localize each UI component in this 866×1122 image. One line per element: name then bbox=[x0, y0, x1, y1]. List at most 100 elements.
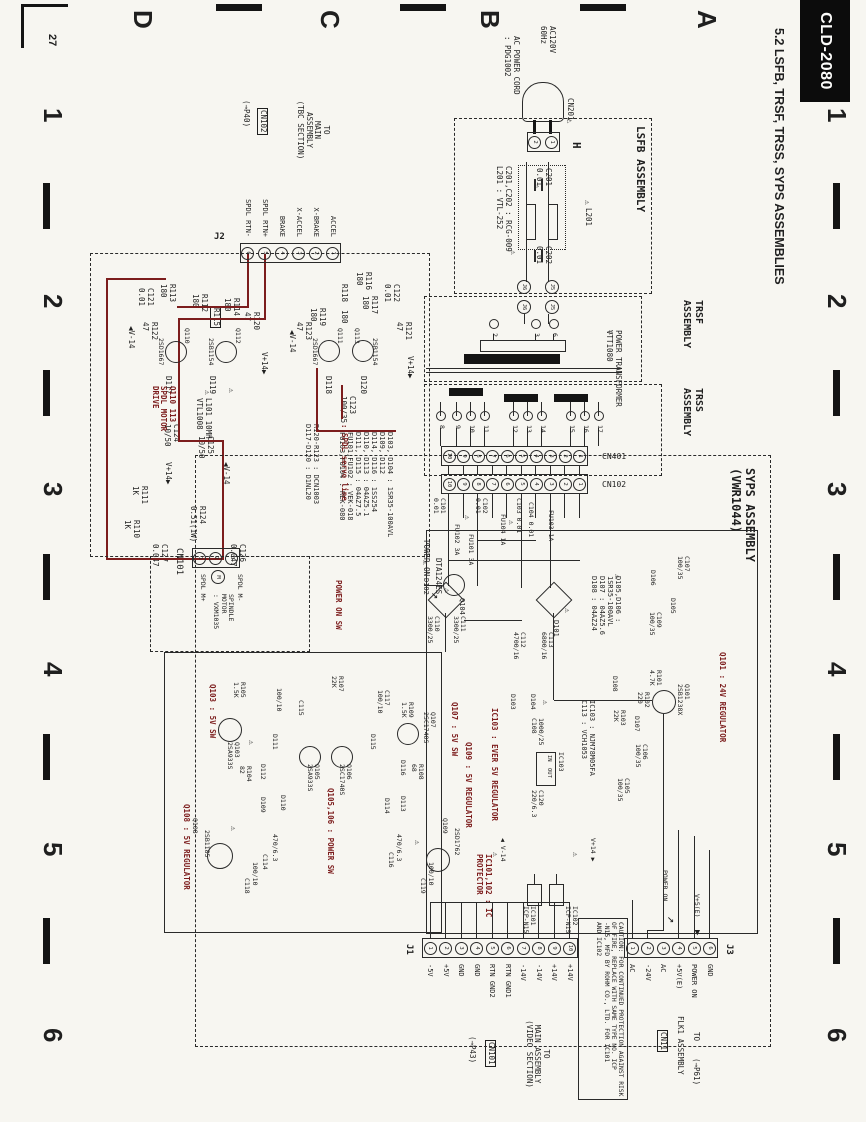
connector-pin: 3 bbox=[657, 941, 670, 955]
grid-row-label: D bbox=[128, 10, 158, 29]
transformer-pin bbox=[537, 411, 547, 421]
connector-pin: 2 bbox=[559, 449, 572, 463]
pin-label: RTN GND2 bbox=[488, 964, 497, 998]
grid-col-label: 2 bbox=[38, 294, 68, 309]
transformer-pin-number: 17 bbox=[596, 425, 604, 433]
grid-row-label: A bbox=[692, 10, 722, 29]
solid-bar bbox=[22, 4, 68, 7]
pin-label: X-BRAKE bbox=[312, 207, 320, 237]
connector-pin: 8 bbox=[532, 941, 546, 955]
transformer-pin-number: 11 bbox=[482, 425, 490, 433]
solid-box bbox=[536, 752, 556, 786]
grid-tick bbox=[216, 4, 262, 11]
schematic-label: TRSF ASSEMBLY bbox=[681, 300, 705, 349]
transformer-pin-number: 13 bbox=[525, 425, 533, 433]
connector-pin: 1 bbox=[573, 449, 587, 463]
connector-pin: 4 bbox=[275, 246, 289, 260]
assembly-dashed-box bbox=[150, 556, 310, 652]
schematic-label: (→P61) bbox=[692, 1058, 701, 1086]
connector-pin: 1 bbox=[326, 246, 340, 260]
grid-row-label: C bbox=[315, 10, 345, 29]
connector-pin: 1 bbox=[193, 551, 207, 565]
connector-pin: 5 bbox=[258, 246, 272, 260]
grid-tick bbox=[43, 734, 50, 780]
grid-tick bbox=[400, 4, 446, 11]
transistor-circle bbox=[165, 341, 187, 363]
pin-label: POWER ON bbox=[690, 964, 699, 998]
connector-pin: 5 bbox=[515, 477, 529, 491]
junction-pin: J6 bbox=[517, 300, 531, 314]
connector-pin: 4 bbox=[530, 477, 543, 491]
grid-col-label: 1 bbox=[38, 108, 68, 123]
pin-label: -14V bbox=[535, 964, 543, 981]
grid-tick bbox=[43, 370, 50, 416]
schematic-label: CN102 bbox=[257, 108, 268, 135]
solid-box bbox=[578, 918, 628, 1100]
connector-pin: 2 bbox=[209, 551, 223, 565]
page-number: 27 bbox=[46, 34, 58, 47]
transformer-pin bbox=[489, 319, 499, 329]
grid-tick bbox=[833, 370, 840, 416]
ac-plug-icon bbox=[522, 82, 564, 122]
schematic-label: TRSS ASSEMBLY bbox=[681, 388, 705, 437]
grid-col-label: 6 bbox=[822, 1028, 852, 1043]
connector-pin: 7 bbox=[517, 941, 530, 955]
connector-pin: 1 bbox=[545, 135, 559, 149]
grid-tick bbox=[580, 4, 626, 11]
transistor-circle bbox=[352, 340, 374, 362]
pin-label: -5V bbox=[426, 964, 435, 977]
solid-box bbox=[549, 884, 564, 906]
connector-pin: 3 bbox=[455, 941, 468, 955]
connector-pin: 10 bbox=[443, 477, 456, 491]
grid-tick bbox=[833, 554, 840, 600]
grid-col-label: 3 bbox=[38, 482, 68, 497]
grid-tick bbox=[833, 183, 840, 229]
connector-pin: 6 bbox=[501, 449, 514, 463]
page-title: 5.2 LSFB, TRSF, TRSS, SYPS ASSEMBLIES bbox=[772, 28, 786, 285]
transformer-pin-number: 9 bbox=[454, 425, 462, 429]
grid-row-label: B bbox=[475, 10, 505, 29]
transformer-pin-number: 14 bbox=[539, 425, 547, 433]
junction-pin: M bbox=[211, 570, 225, 584]
junction-pin: J5 bbox=[545, 280, 559, 294]
transistor-circle bbox=[426, 848, 450, 872]
transformer-pin-number: 10 bbox=[468, 425, 476, 433]
grid-col-label: 6 bbox=[38, 1028, 68, 1043]
junction-pin: J6 bbox=[517, 280, 531, 294]
solid-bar bbox=[21, 4, 24, 48]
pin-label: GND bbox=[473, 964, 481, 977]
assembly-dashed-box bbox=[424, 296, 642, 382]
transformer-pin bbox=[436, 411, 446, 421]
transformer-pin bbox=[452, 411, 462, 421]
transformer-pin bbox=[594, 411, 604, 421]
connector-pin: 2 bbox=[528, 135, 542, 149]
connector-pin: 3 bbox=[544, 477, 558, 491]
connector-pin: 2 bbox=[439, 941, 453, 955]
solid-box bbox=[480, 340, 566, 352]
transformer-pin bbox=[509, 411, 519, 421]
transformer-pin bbox=[466, 411, 476, 421]
grid-col-label: 5 bbox=[38, 842, 68, 857]
connector-pin: 8 bbox=[472, 449, 485, 463]
transistor-circle bbox=[299, 746, 321, 768]
grid-tick bbox=[43, 183, 50, 229]
pin-label: +14V bbox=[550, 964, 559, 981]
transformer-pin-number: 3 bbox=[533, 333, 541, 337]
grid-col-label: 2 bbox=[822, 294, 852, 309]
connector-pin: 5 bbox=[515, 449, 529, 463]
connector-pin: 4 bbox=[530, 449, 543, 463]
connector-pin: 5 bbox=[688, 941, 701, 955]
transistor-circle bbox=[397, 723, 419, 745]
transformer-pin bbox=[549, 319, 559, 329]
connector-pin: 3 bbox=[544, 449, 558, 463]
pin-label: +14V bbox=[566, 964, 574, 981]
connector-pin: 2 bbox=[309, 246, 323, 260]
connector-pin: 4 bbox=[470, 941, 484, 955]
schematic-label: AC120V 60Hz bbox=[539, 26, 557, 54]
connector-pin: 6 bbox=[241, 246, 255, 260]
pin-label: BRAKE bbox=[278, 215, 286, 237]
solid-box bbox=[527, 884, 542, 906]
transformer-pin bbox=[523, 411, 533, 421]
transformer-pin-number: 8 bbox=[438, 425, 446, 429]
